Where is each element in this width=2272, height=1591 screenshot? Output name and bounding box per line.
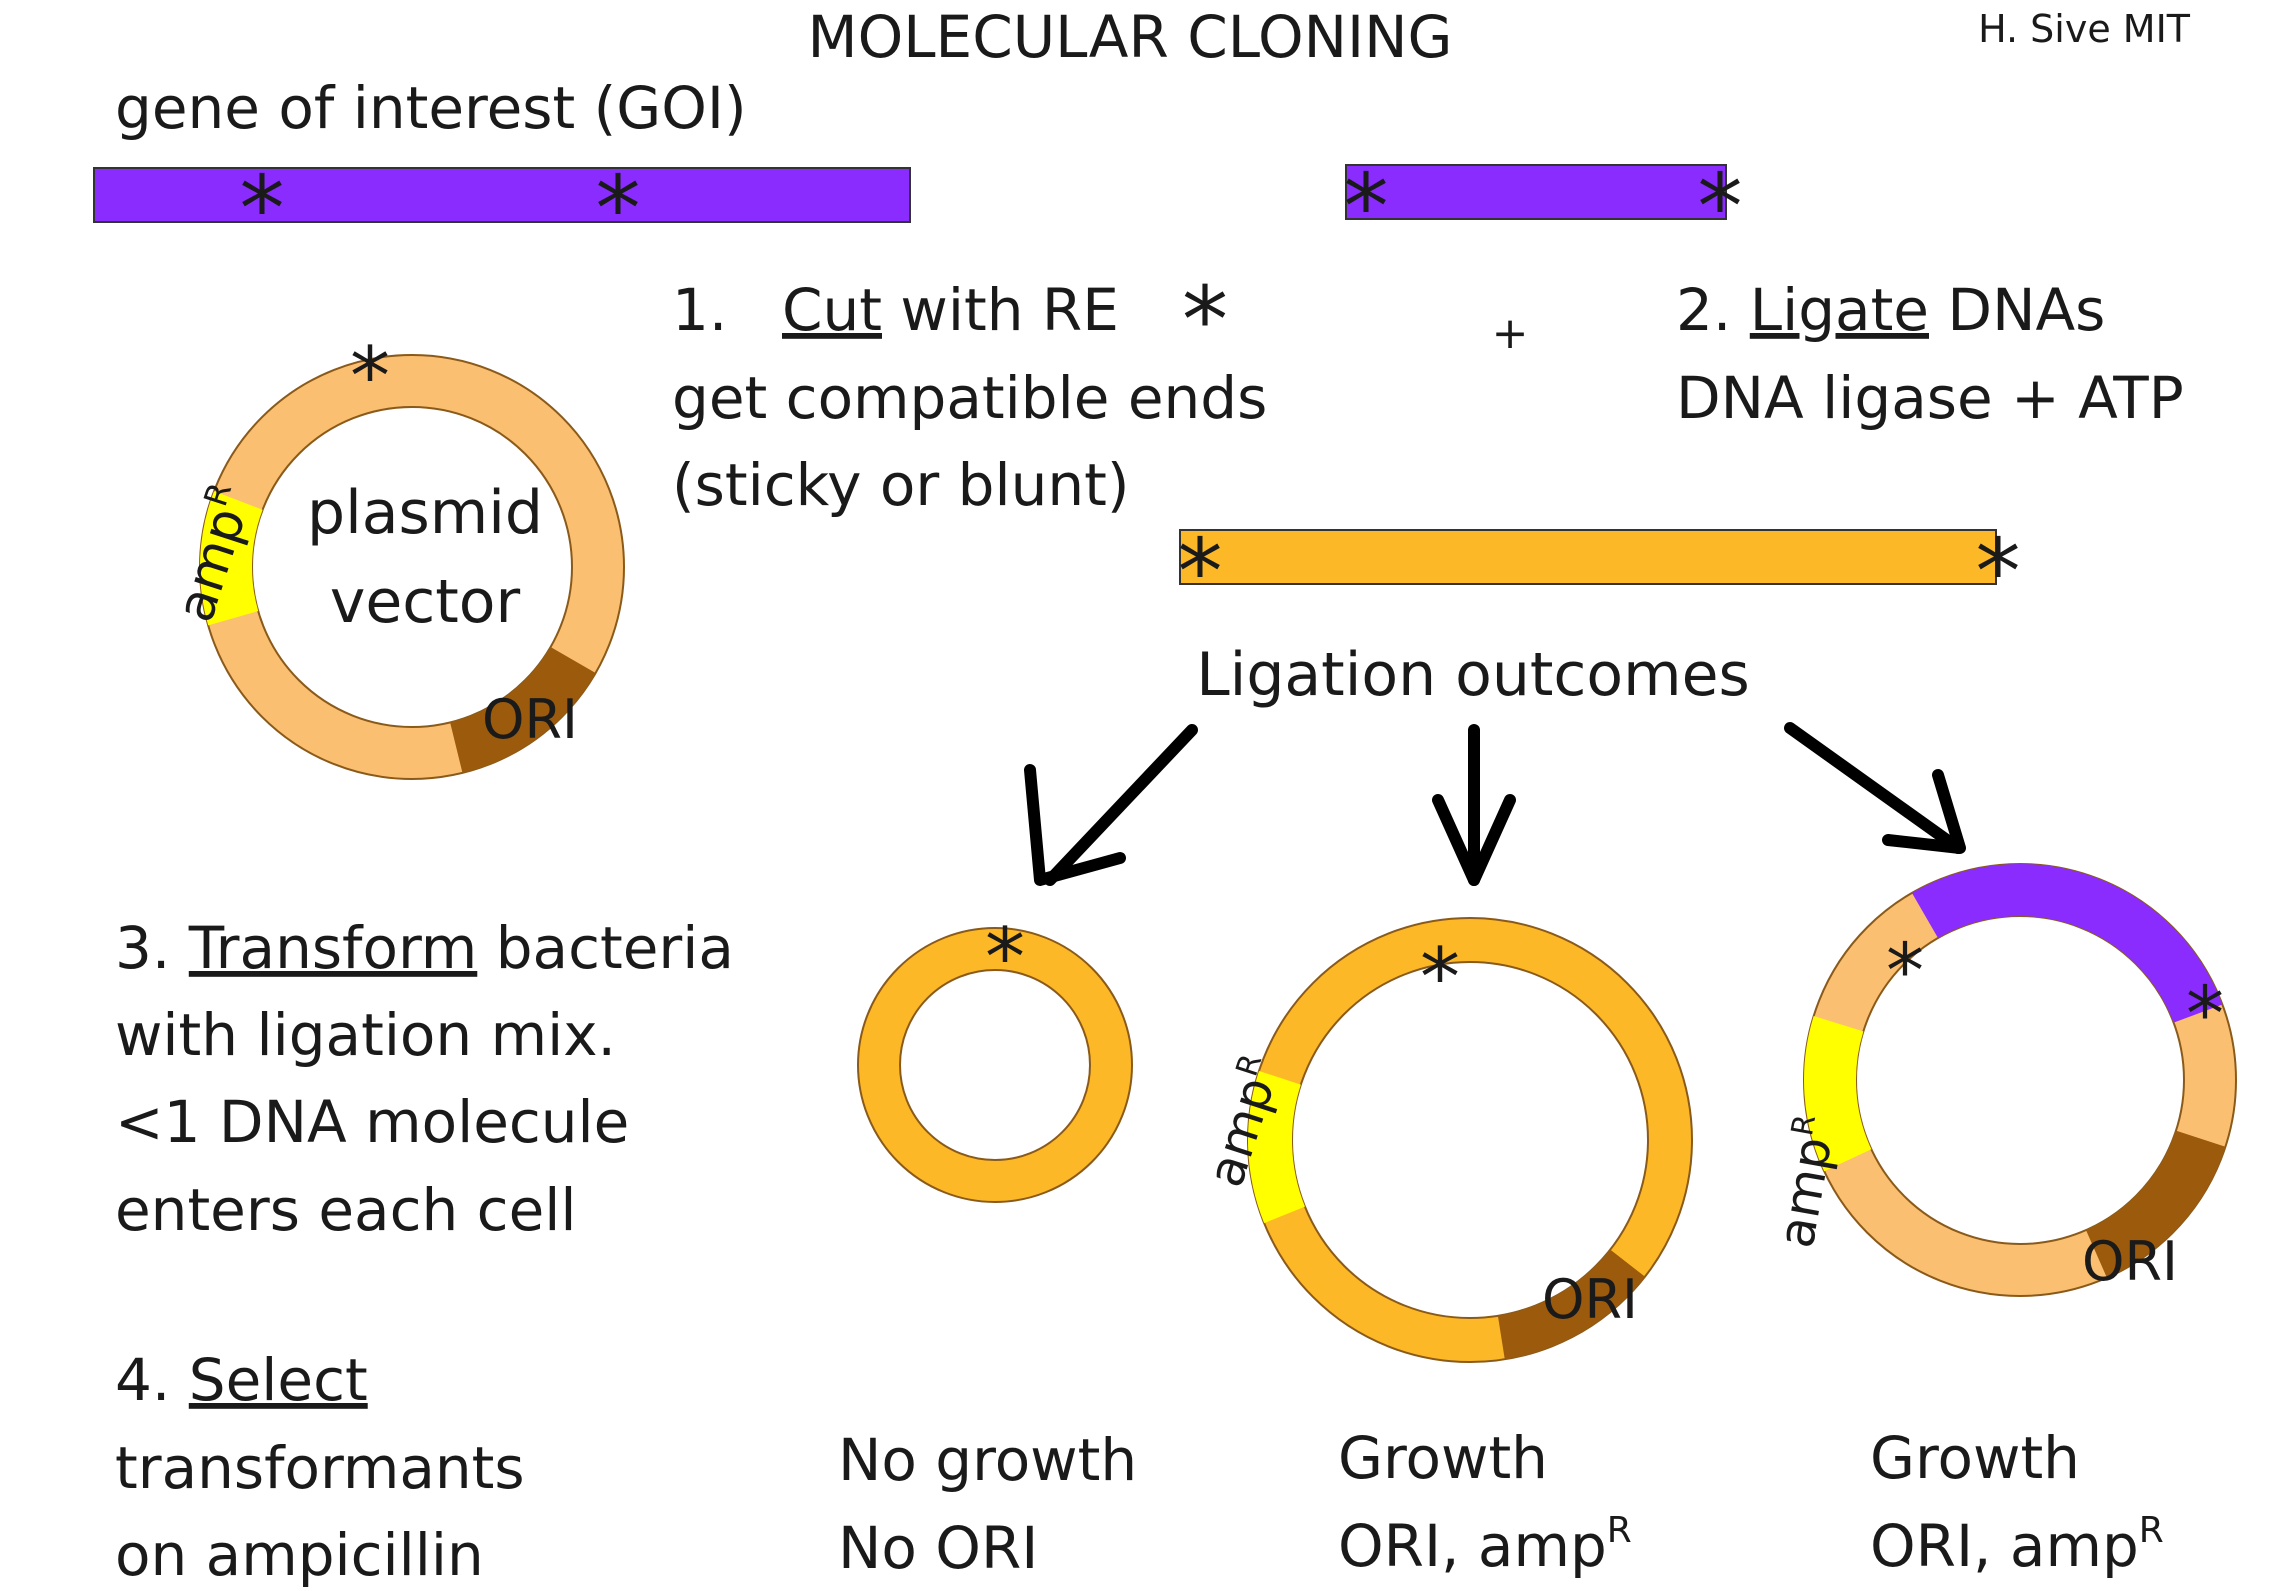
step3-verb: Transform: [188, 914, 478, 982]
step3-line3: <1 DNA molecule: [115, 1088, 629, 1156]
outcome2-line2-text: ORI, amp: [1338, 1512, 1607, 1580]
re-star: *: [1182, 267, 1228, 374]
outcome2-superscript: R: [1607, 1510, 1632, 1551]
step4-line1: 4. Select: [115, 1346, 368, 1414]
author-credit: H. Sive MIT: [1978, 7, 2191, 51]
goi-bar: [93, 167, 911, 223]
amp-text: amp: [1767, 1133, 1843, 1252]
ori-region: [200, 355, 624, 779]
outcome2-line1: Growth: [1338, 1424, 1548, 1492]
step1-verb: Cut: [782, 276, 882, 344]
step3-line1: 3. Transform bacteria: [115, 914, 734, 982]
step2-rest: DNAs: [1929, 276, 2105, 344]
ring-star: *: [985, 911, 1025, 1004]
page-title: MOLECULAR CLONING: [808, 3, 1453, 71]
arrow-right: [1784, 722, 1964, 854]
outcome-arrows: [1024, 722, 1966, 886]
ori-label: ORI: [2082, 1230, 2178, 1293]
outcome1-caption: No growth No ORI: [838, 1426, 1137, 1582]
outcome3-line2-text: ORI, amp: [1870, 1512, 2139, 1580]
step2-line2: DNA ligase + ATP: [1676, 364, 2184, 432]
cut-site-star: *: [596, 157, 641, 262]
plus-sign: +: [1492, 308, 1529, 359]
step1-line1: Cut with RE: [782, 276, 1119, 344]
ligation-outcomes-title: Ligation outcomes: [1196, 640, 1750, 710]
step1-rest: with RE: [882, 276, 1119, 344]
cut-end-star: *: [1976, 520, 2021, 625]
amp-region: [200, 355, 624, 779]
goi-label: gene of interest (GOI): [115, 74, 747, 142]
goi-insert: [1804, 864, 2236, 1296]
ring-star: *: [2186, 969, 2224, 1058]
outcome2-line2: ORI, ampR: [1338, 1510, 1632, 1580]
plasmid-vector: * plasmid vector ampR ORI: [165, 330, 625, 780]
step2-number: 2.: [1676, 276, 1750, 344]
step3-line4: enters each cell: [115, 1176, 576, 1244]
plasmid-label-line1: plasmid: [307, 478, 543, 548]
step2-verb: Ligate: [1750, 276, 1929, 344]
outcome1-ring: *: [857, 911, 1133, 1203]
outcome1-line2: No ORI: [838, 1514, 1038, 1582]
ori-label: ORI: [1542, 1268, 1638, 1331]
step4-text: 4. Select transformants on ampicillin: [115, 1346, 525, 1589]
step3-line2: with ligation mix.: [115, 1001, 616, 1069]
ring-star: *: [1886, 926, 1924, 1015]
step4-verb: Select: [189, 1346, 368, 1414]
arrow-left: [1044, 724, 1198, 886]
arrowhead-right: [1882, 769, 1966, 854]
arrowhead-left: [1024, 764, 1126, 886]
step1-number: 1.: [672, 276, 727, 344]
step2-text: 2. Ligate DNAs DNA ligase + ATP: [1676, 276, 2184, 432]
step4-line3: on ampicillin: [115, 1521, 484, 1589]
outcome3-superscript: R: [2139, 1510, 2164, 1551]
outcome1-line1: No growth: [838, 1426, 1137, 1494]
step1-text: 1. Cut with RE * get compatible ends (st…: [672, 267, 1267, 519]
step4-line2: transformants: [115, 1434, 525, 1502]
outcome3-ring: * * ampR ORI: [1767, 863, 2237, 1297]
goi-fragment: [1345, 164, 1727, 220]
plasmid-label-line2: vector: [330, 567, 521, 637]
step4-number: 4.: [115, 1346, 189, 1414]
cut-end-star: *: [1344, 155, 1389, 260]
step1-line2: get compatible ends: [672, 364, 1267, 432]
outcome2-ring: * ampR ORI: [1196, 917, 1693, 1363]
outcome2-caption: Growth ORI, ampR: [1338, 1424, 1632, 1580]
cut-end-star: *: [1178, 520, 1223, 625]
cut-end-star: *: [1698, 155, 1743, 260]
step3-text: 3. Transform bacteria with ligation mix.…: [115, 914, 734, 1244]
ring-star: *: [1420, 931, 1460, 1024]
step3-rest: bacteria: [477, 914, 734, 982]
step3-number: 3.: [115, 914, 189, 982]
outcome3-line1: Growth: [1870, 1424, 2080, 1492]
step1-line3: (sticky or blunt): [672, 451, 1129, 519]
outcome3-caption: Growth ORI, ampR: [1870, 1424, 2164, 1580]
step2-line1: 2. Ligate DNAs: [1676, 276, 2105, 344]
cut-site-star: *: [240, 157, 285, 262]
vector-cut-star: *: [350, 330, 390, 423]
outcome3-line2: ORI, ampR: [1870, 1510, 2164, 1580]
cut-vector-bar: [1179, 529, 1997, 585]
ori-label: ORI: [482, 688, 578, 751]
arrowhead-center: [1432, 794, 1516, 886]
